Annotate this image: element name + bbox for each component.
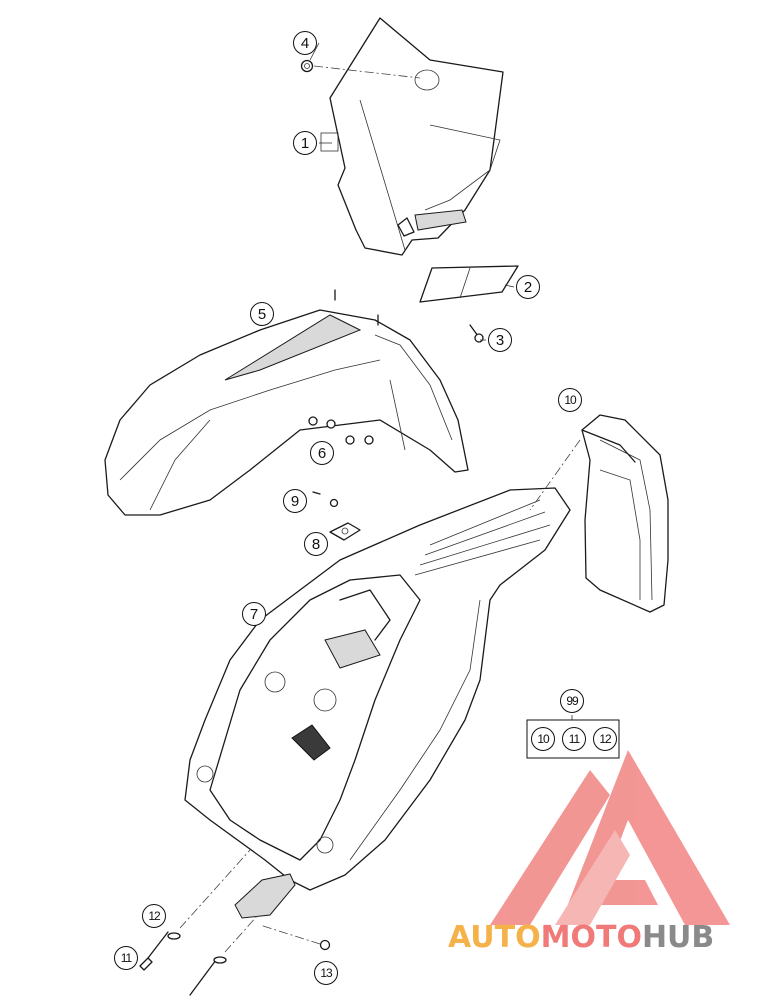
mudflap-part [581, 414, 669, 613]
front-fender-part [104, 289, 469, 516]
screws-set-part [308, 416, 374, 445]
kit-item-3: 12 [593, 727, 617, 751]
kit-item-2: 11 [562, 727, 586, 751]
sticker-part [419, 265, 519, 303]
rear-fender-part [184, 487, 571, 919]
callout-11: 11 [114, 946, 138, 970]
callout-10: 10 [558, 388, 582, 412]
clip-part [329, 522, 361, 541]
nut-part [300, 59, 314, 73]
callout-2: 2 [516, 275, 540, 299]
callout-7: 7 [242, 602, 266, 626]
number-plate-part [320, 17, 504, 256]
screw-13-part [319, 939, 331, 951]
callout-5: 5 [250, 302, 274, 326]
small-screw-part [312, 491, 339, 508]
watermark-text: AUTOMOTOHUB [448, 920, 773, 964]
watermark-part-1: AUTO [448, 920, 541, 955]
watermark-part-3: HUB [641, 920, 715, 955]
callout-4: 4 [293, 31, 317, 55]
kit-contents: 10 11 12 [531, 727, 617, 753]
callout-13: 13 [314, 961, 338, 985]
callout-99: 99 [560, 689, 584, 713]
bolt-part [139, 931, 227, 996]
callout-1: 1 [293, 131, 317, 155]
callout-3: 3 [488, 328, 512, 352]
callout-12: 12 [142, 904, 166, 928]
screw-part [469, 324, 484, 343]
callout-8: 8 [304, 532, 328, 556]
watermark-part-2: MOTO [540, 920, 642, 955]
callout-6: 6 [310, 441, 334, 465]
callout-9: 9 [283, 489, 307, 513]
kit-item-1: 10 [531, 727, 555, 751]
